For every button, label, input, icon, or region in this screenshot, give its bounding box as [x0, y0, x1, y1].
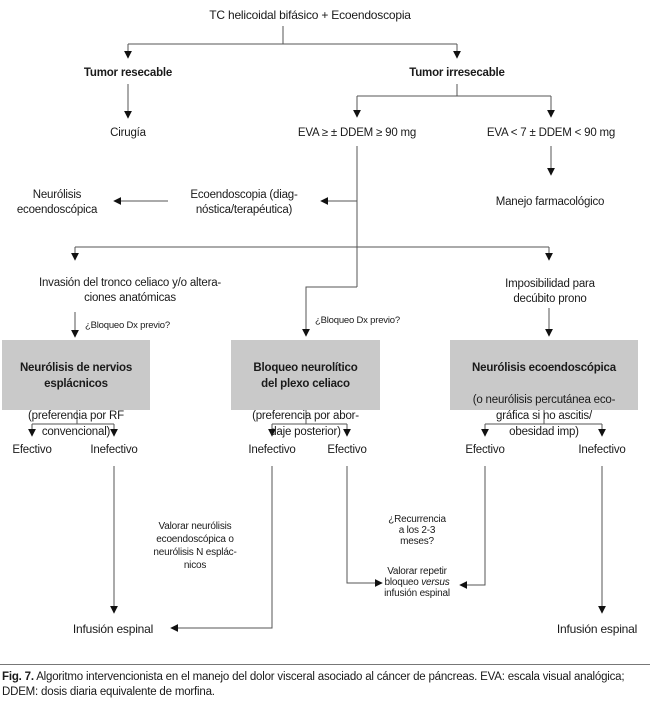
label-bloqueo-dx-centro: ¿Bloqueo Dx previo? — [315, 315, 400, 326]
node-invasion-tronco: Invasión del tronco celiaco y/o altera- … — [38, 277, 222, 304]
caption-divider — [0, 664, 650, 665]
connector-to-box-celiaco — [302, 286, 357, 337]
outcome-der-efectivo: Efectivo — [465, 444, 505, 456]
box-plexo-title: Bloqueo neurolítico del plexo celiaco — [253, 362, 358, 390]
box-esplacnicos-detail: (preferencia por RF convencional) — [28, 410, 124, 438]
connector-efectivo2-to-valorar — [346, 466, 383, 587]
box-neurolisis-esplacnicos: Neurólisis de nervios esplácnicos (prefe… — [2, 340, 150, 438]
valorar-repetir-pre: Valorar repetir bloqueo — [384, 566, 447, 588]
node-recurrencia: ¿Recurrencia a los 2-3 meses? — [388, 514, 446, 547]
node-manejo-farmacologico: Manejo farmacológico — [495, 196, 605, 208]
figure-caption: Fig. 7. Algoritmo intervencionista en el… — [2, 670, 648, 700]
label-bloqueo-dx-izq: ¿Bloqueo Dx previo? — [85, 320, 170, 331]
outcome-izq-inefectivo: Inefectivo — [90, 444, 138, 456]
node-root: TC helicoidal bifásico + Ecoendoscopia — [209, 8, 411, 22]
box-plexo-detail: (preferencia por abor- daje posterior) — [252, 410, 359, 438]
outcome-izq-efectivo: Efectivo — [12, 444, 52, 456]
box-plexo-celiaco: Bloqueo neurolítico del plexo celiaco (p… — [231, 340, 380, 438]
node-tumor-resecable: Tumor resecable — [83, 67, 173, 79]
node-ecoendoscopia: Ecoendoscopia (diag- nóstica/terapéutica… — [190, 189, 298, 216]
box-eus-detail: (o neurólisis percutánea eco- gráfica si… — [472, 394, 616, 438]
node-neurolisis-eco: Neurólisis ecoendoscópica — [16, 189, 98, 216]
box-esplacnicos-title: Neurólisis de nervios esplácnicos — [19, 362, 133, 390]
node-tumor-irresecable: Tumor irresecable — [409, 67, 505, 79]
caption-label: Fig. 7. — [2, 671, 34, 683]
node-cirugia: Cirugía — [110, 127, 146, 139]
node-eva-baja: EVA < 7 ± DDEM < 90 mg — [486, 127, 616, 139]
outcome-der-inefectivo: Inefectivo — [578, 444, 626, 456]
valorar-repetir-post: infusión espinal — [384, 588, 450, 599]
connector-efectivo3-to-valorar — [459, 466, 486, 589]
outcome-centro-efectivo: Efectivo — [327, 444, 367, 456]
node-imposibilidad: Imposibilidad para decúbito prono — [505, 278, 595, 305]
box-eus-title: Neurólisis ecoendoscópica — [472, 362, 616, 374]
node-infusion-espinal-der: Infusión espinal — [556, 622, 638, 636]
node-eva-alta: EVA ≥ ± DDEM ≥ 90 mg — [297, 127, 417, 139]
node-infusion-espinal-izq: Infusión espinal — [72, 622, 154, 636]
node-valorar-neurolisis: Valorar neurólisis ecoendoscópica o neur… — [153, 521, 237, 571]
box-neurolisis-ecoendoscopica: Neurólisis ecoendoscópica (o neurólisis … — [450, 340, 638, 438]
connector-inefectivo2-to-infusion — [170, 466, 273, 632]
valorar-repetir-versus: versus — [421, 577, 450, 588]
caption-text: Algoritmo intervencionista en el manejo … — [2, 671, 625, 698]
outcome-centro-inefectivo: Inefectivo — [248, 444, 296, 456]
node-valorar-repetir: Valorar repetir bloqueo versus infusión … — [367, 566, 467, 599]
